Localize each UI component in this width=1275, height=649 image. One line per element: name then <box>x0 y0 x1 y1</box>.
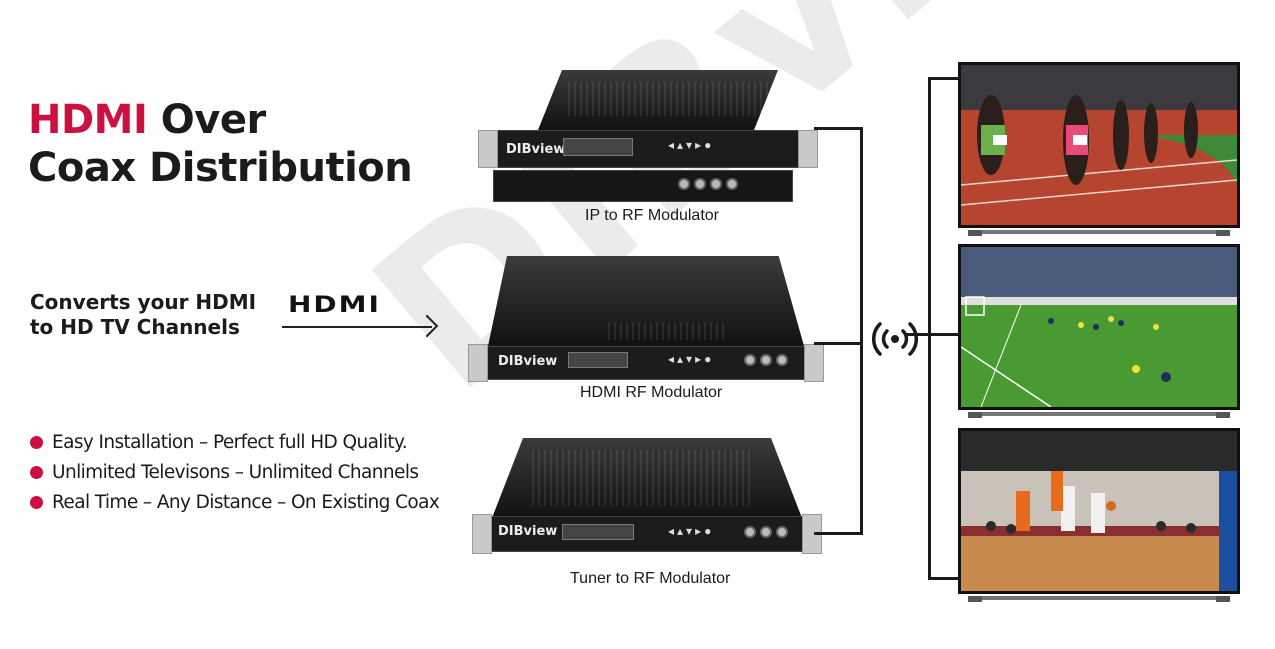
rack-ear <box>798 130 818 168</box>
device-hdmi-rf-modulator: DIBview ◂▴▾▸● <box>468 256 824 382</box>
rack-ear <box>472 514 492 554</box>
device-tuner-rf-modulator: DIBview ◂▴▾▸● <box>472 438 822 554</box>
rear-ports <box>678 178 738 190</box>
converts-line2: to HD TV Channels <box>30 315 240 339</box>
brand-logo: DIBview <box>506 142 566 157</box>
bullet-dot-icon <box>30 436 43 449</box>
tv-basketball <box>958 428 1240 606</box>
hdmi-logo: HDMI <box>288 291 381 318</box>
headline-line2: Coax Distribution <box>28 145 413 191</box>
arrow-head <box>415 314 439 338</box>
soccer-stadium-image <box>961 247 1237 407</box>
tv-connector-line <box>928 77 931 579</box>
rack-ear <box>804 344 824 382</box>
tv-screen <box>958 428 1240 594</box>
keypad-icon: ◂▴▾▸● <box>668 524 715 538</box>
headline-line1-rest: Over <box>147 97 266 143</box>
tv-screen <box>958 62 1240 228</box>
feature-list: Easy Installation – Perfect full HD Qual… <box>30 428 440 518</box>
basketball-arena-image <box>961 431 1237 591</box>
converts-text: Converts your HDMI to HD TV Channels <box>30 290 256 340</box>
brand-logo: DIBview <box>498 354 558 369</box>
bullet-dot-icon <box>30 496 43 509</box>
rack-ear <box>468 344 488 382</box>
lcd-display <box>562 524 634 540</box>
connector-line <box>814 342 862 345</box>
feature-item: Easy Installation – Perfect full HD Qual… <box>30 428 439 458</box>
brand-logo: DIBview <box>498 524 558 539</box>
tv-soccer <box>958 244 1240 422</box>
headline-accent: HDMI <box>28 97 148 143</box>
arrow-right-icon <box>282 326 432 328</box>
keypad-icon: ◂▴▾▸● <box>668 352 715 366</box>
feature-item: Real Time – Any Distance – On Existing C… <box>30 488 440 518</box>
front-ports <box>744 354 788 366</box>
lcd-display <box>568 352 628 368</box>
tv-connector-line <box>905 333 960 336</box>
lcd-display <box>563 138 633 156</box>
headline: HDMI Over Coax Distribution <box>28 96 413 192</box>
device-label: HDMI RF Modulator <box>580 384 723 401</box>
connector-line <box>814 127 862 130</box>
rack-ear <box>478 130 498 168</box>
bullet-dot-icon <box>30 466 43 479</box>
keypad-icon: ◂▴▾▸● <box>668 138 715 152</box>
converts-line1: Converts your HDMI <box>30 290 257 314</box>
athletics-track-image <box>961 65 1237 225</box>
device-label: Tuner to RF Modulator <box>570 570 731 587</box>
device-label: IP to RF Modulator <box>585 207 719 224</box>
tv-athletics <box>958 62 1240 242</box>
tv-connector-line <box>928 577 960 580</box>
connector-line <box>860 127 863 535</box>
front-ports <box>744 526 788 538</box>
connector-line <box>814 532 862 535</box>
headline-line1: HDMI Over <box>28 96 412 144</box>
device-ip-rf-modulator: DIBview ◂▴▾▸● <box>478 70 818 205</box>
feature-item: Unlimited Televisons – Unlimited Channel… <box>30 458 439 488</box>
tv-screen <box>958 244 1240 410</box>
wireless-signal-icon <box>872 322 918 356</box>
tv-connector-line <box>928 77 960 80</box>
